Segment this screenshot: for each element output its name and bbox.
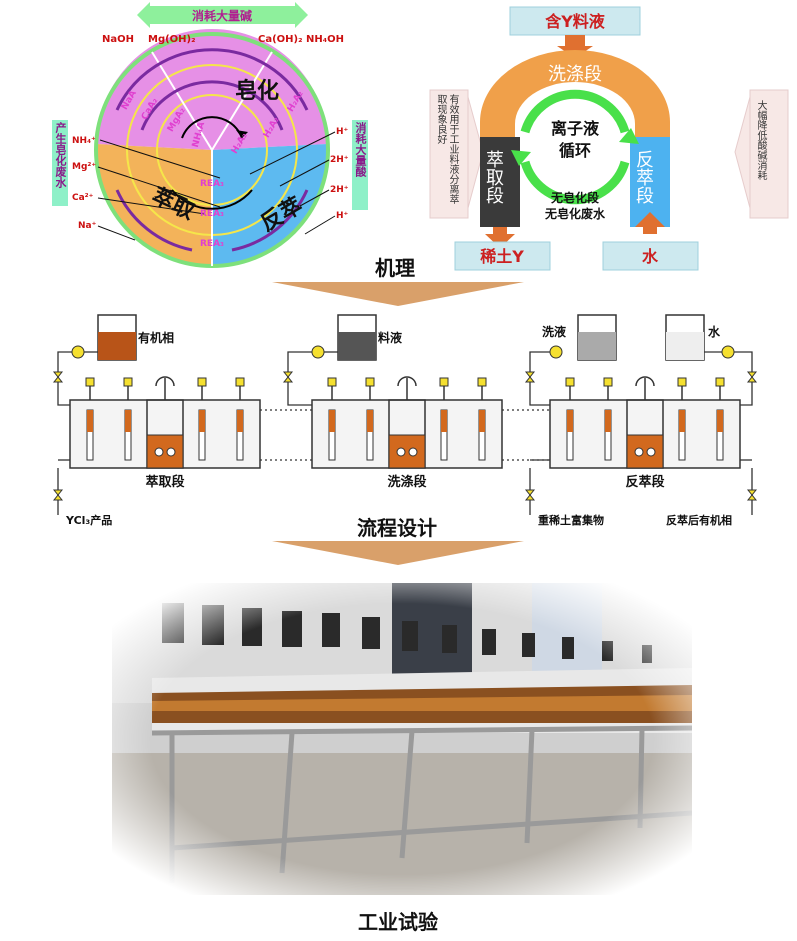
cycle-center-2: 循环 — [559, 141, 591, 160]
ion-h-2: H⁺ — [336, 211, 349, 221]
proc-water-label: 水 — [708, 324, 721, 339]
stage-extract-label: 萃取段 — [145, 474, 184, 490]
down-arrow-1 — [272, 282, 524, 306]
ion-ca: Ca²⁺ — [72, 193, 94, 203]
stage-strip-label: 反萃段 — [625, 474, 664, 490]
mechanism-diagram: 消耗大量碱 皂化 萃取 反萃 NaOH Mg(OH)₂ Ca(OH)₂ NH₄O… — [52, 2, 368, 268]
ion-mg: Mg²⁺ — [72, 162, 96, 172]
sector-rea3-1: REA₃ — [200, 179, 224, 189]
cycle-extract-label: 萃取段 — [483, 150, 504, 204]
cycle-left-note: 有效用于工业料液分离萃取现象良好 — [435, 94, 458, 204]
ion-h-1: H⁺ — [336, 127, 349, 137]
proc-organic-label: 有机相 — [138, 330, 174, 345]
ion-nh4: NH₄⁺ — [72, 136, 96, 146]
ion-2h-1: 2H⁺ — [330, 155, 349, 165]
proc-wash-label: 洗液 — [542, 324, 566, 339]
cycle-wash-label: 洗涤段 — [548, 64, 602, 85]
cycle-note-2: 无皂化废水 — [544, 206, 606, 221]
cycle-out-left: 稀土Y — [480, 247, 524, 266]
cycle-right-note: 大幅降低酸碱消耗 — [755, 100, 766, 180]
cycle-feed-label: 含Y料液 — [545, 12, 606, 31]
ion-na: Na⁺ — [78, 221, 97, 231]
cycle-strip-label: 反萃段 — [633, 150, 654, 204]
out-ycl3-label: YCl₃产品 — [65, 513, 112, 527]
cycle-out-right: 水 — [642, 247, 659, 266]
cycle-note-1: 无皂化段 — [550, 190, 600, 205]
sector-rea3-2: REA₃ — [200, 209, 224, 219]
ring-saponify-label: 皂化 — [235, 78, 279, 104]
out-heavy-label: 重稀土富集物 — [538, 513, 604, 527]
label-process: 流程设计 — [357, 516, 437, 540]
ion-2h-2: 2H⁺ — [330, 185, 349, 195]
reagent-nh4oh: NH₄OH — [306, 34, 344, 45]
process-diagram: 有机相 料液 洗液 水 萃取段 洗涤段 反萃段 YCl₃产品 重稀土富集物 反萃… — [52, 314, 758, 527]
reagent-mgoh2: Mg(OH)₂ — [148, 34, 196, 45]
out-organic-label: 反萃后有机相 — [666, 513, 732, 527]
sector-rea3-3: REA₃ — [200, 239, 224, 249]
down-arrow-2 — [272, 541, 524, 565]
cycle-diagram: 含Y料液 洗涤段 离子液 循环 无皂化段 无皂化废水 稀土Y 水 — [429, 6, 789, 271]
proc-feed-label: 料液 — [378, 330, 402, 345]
industrial-trial-photo — [112, 583, 692, 895]
consume-acid-label: 消耗大量酸 — [354, 122, 367, 177]
reagent-naoh: NaOH — [102, 34, 134, 45]
stage-wash-label: 洗涤段 — [387, 474, 426, 490]
saponify-waste-label: 产生皂化废水 — [54, 122, 67, 188]
reagent-caoh2: Ca(OH)₂ — [258, 34, 302, 45]
cycle-center-1: 离子液 — [551, 119, 600, 138]
consume-alkali-label: 消耗大量碱 — [192, 8, 252, 23]
label-mechanism: 机理 — [375, 256, 415, 280]
label-trial: 工业试验 — [358, 910, 438, 934]
